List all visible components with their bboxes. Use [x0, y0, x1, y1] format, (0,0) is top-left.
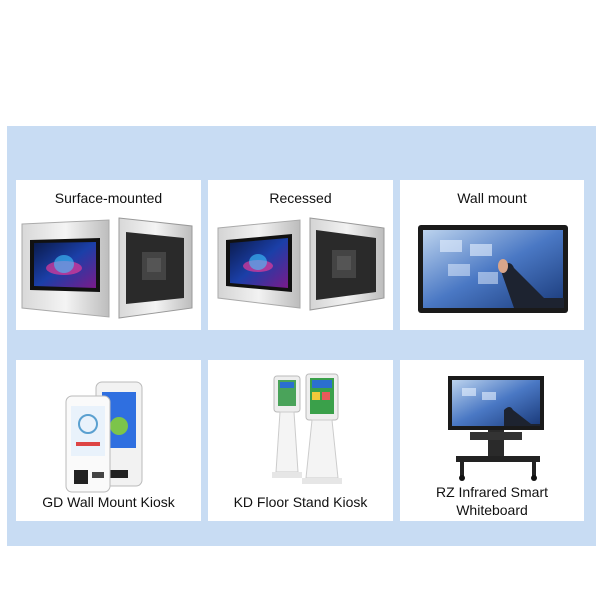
product-card-kd-floor-stand-kiosk[interactable]: KD Floor Stand Kiosk — [208, 360, 393, 521]
product-label: Surface-mounted — [54, 190, 163, 206]
product-label: Wall mount — [457, 190, 527, 206]
surface-mounted-image — [21, 217, 193, 319]
product-card-recessed[interactable]: Recessed — [208, 180, 393, 330]
recessed-image — [217, 217, 385, 311]
product-label: GD Wall Mount Kiosk — [42, 494, 175, 510]
product-card-surface-mounted[interactable]: Surface-mounted — [16, 180, 201, 330]
rz-whiteboard-image — [448, 376, 544, 481]
product-label-line1: RZ Infrared Smart — [435, 484, 549, 500]
product-card-gd-wall-mount-kiosk[interactable]: GD Wall Mount Kiosk — [16, 360, 201, 521]
wall-mount-image — [418, 225, 568, 313]
product-card-wall-mount[interactable]: Wall mount — [400, 180, 584, 330]
product-card-rz-infrared-whiteboard[interactable]: RZ Infrared Smart Whiteboard — [400, 360, 584, 521]
product-label: KD Floor Stand Kiosk — [233, 494, 368, 510]
product-label-line2: Whiteboard — [456, 502, 528, 518]
gd-kiosk-image — [65, 381, 143, 493]
kd-kiosk-image — [272, 373, 342, 484]
product-label: Recessed — [269, 190, 332, 206]
